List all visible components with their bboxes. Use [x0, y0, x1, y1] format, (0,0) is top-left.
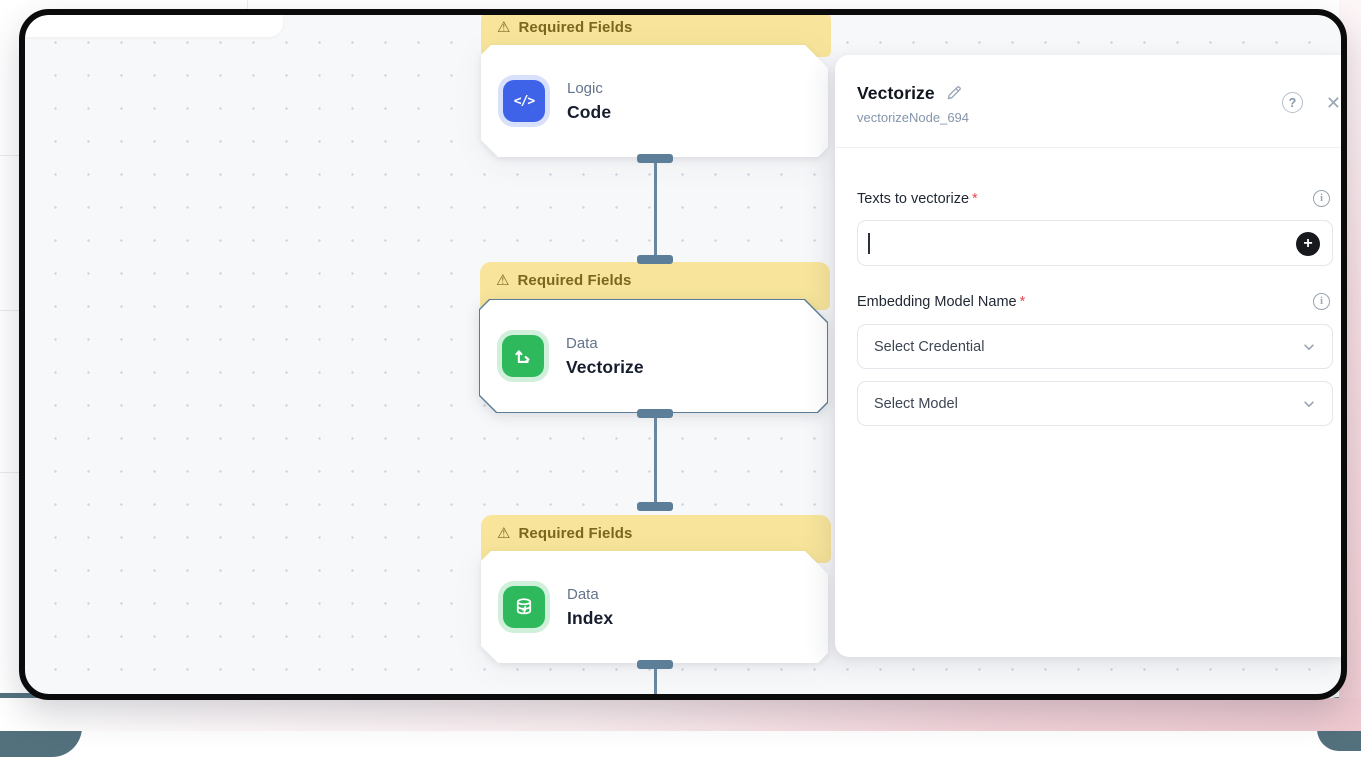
required-asterisk: * [1020, 294, 1026, 310]
edge-vectorize-to-index [654, 415, 657, 507]
handle-index-target[interactable] [637, 502, 673, 511]
model-select[interactable]: Select Model [857, 381, 1333, 426]
backdrop-rule [0, 472, 20, 473]
node-category: Data [566, 335, 644, 352]
node-category: Logic [567, 80, 611, 97]
node-vectorize[interactable]: ⚠ Required Fields Data Vectorize [480, 262, 830, 412]
backdrop-pink-gradient [0, 698, 1361, 731]
add-text-button[interactable]: + [1296, 232, 1320, 256]
chevron-down-icon [1302, 397, 1316, 411]
info-icon[interactable]: i [1313, 190, 1330, 207]
banner-label: Required Fields [517, 271, 631, 291]
node-card-code[interactable]: </> Logic Code [481, 45, 828, 157]
chevron-down-icon [1302, 340, 1316, 354]
credential-select-value: Select Credential [874, 339, 984, 355]
code-icon: </> [503, 80, 545, 122]
model-select-value: Select Model [874, 396, 958, 412]
canvas-toolbar-stub [25, 15, 283, 37]
backdrop-rule [0, 310, 20, 311]
banner-label: Required Fields [518, 524, 632, 544]
database-bolt-icon [503, 586, 545, 628]
node-title: Code [567, 102, 611, 123]
info-icon[interactable]: i [1313, 293, 1330, 310]
text-caret [868, 233, 870, 254]
node-index[interactable]: ⚠ Required Fields Data Index [481, 515, 831, 665]
warning-icon: ⚠ [497, 18, 510, 38]
node-title: Vectorize [566, 357, 644, 378]
node-properties-panel: Vectorize vectorizeNode_694 ? ✕ Texts to… [835, 55, 1341, 657]
field-label-texts-to-vectorize: Texts to vectorize* [857, 191, 978, 207]
node-card-index[interactable]: Data Index [481, 551, 828, 663]
warning-icon: ⚠ [496, 271, 509, 291]
credential-select[interactable]: Select Credential [857, 324, 1333, 369]
backdrop-rule [247, 0, 248, 10]
edge-index-outgoing [654, 665, 657, 694]
node-card-vectorize[interactable]: Data Vectorize [480, 300, 827, 412]
banner-label: Required Fields [518, 18, 632, 38]
texts-to-vectorize-input[interactable]: + [857, 220, 1333, 266]
help-icon[interactable]: ? [1282, 92, 1303, 113]
close-icon[interactable]: ✕ [1326, 94, 1341, 112]
handle-code-source[interactable] [637, 154, 673, 163]
node-category: Data [567, 586, 613, 603]
handle-vectorize-source[interactable] [637, 409, 673, 418]
panel-header: Vectorize vectorizeNode_694 ? ✕ [835, 55, 1341, 148]
node-title: Index [567, 608, 613, 629]
field-label-embedding-model-name: Embedding Model Name* [857, 294, 1025, 310]
edge-code-to-vectorize [654, 158, 657, 260]
node-code[interactable]: ⚠ Required Fields </> Logic Code [481, 15, 831, 159]
required-asterisk: * [972, 191, 978, 207]
edit-name-button[interactable] [945, 85, 962, 102]
backdrop-rule [0, 155, 20, 156]
backdrop-pink-gradient [1339, 0, 1361, 731]
handle-index-source[interactable] [637, 660, 673, 669]
panel-title: Vectorize [857, 83, 935, 104]
node-id: vectorizeNode_694 [857, 110, 1333, 125]
handle-vectorize-target[interactable] [637, 255, 673, 264]
vector-axes-icon [502, 335, 544, 377]
warning-icon: ⚠ [497, 524, 510, 544]
workflow-canvas[interactable]: ⚠ Required Fields </> Logic Code ⚠ Requi… [25, 15, 1341, 694]
